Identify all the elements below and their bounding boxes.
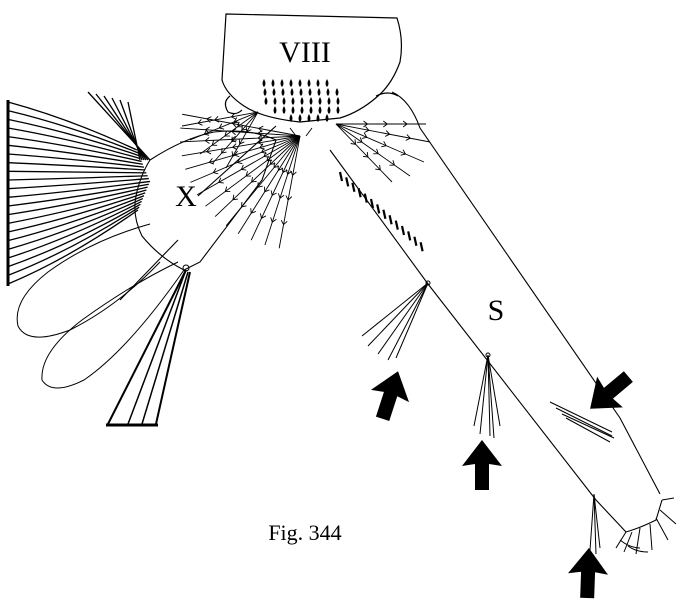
comb-scale (308, 79, 311, 87)
comb-scale (310, 106, 313, 114)
comb-scale (327, 88, 330, 96)
seta (336, 124, 410, 176)
comb-scale (265, 97, 268, 105)
brush-hair (8, 207, 139, 275)
comb-scale (328, 106, 331, 114)
pecten-tooth (408, 231, 410, 240)
seta (226, 112, 258, 168)
comb-scale (292, 97, 295, 105)
comb-scale (282, 88, 285, 96)
comb-scale (317, 79, 320, 87)
segment-x-label: X (175, 180, 197, 213)
brush-hair (8, 199, 143, 250)
pecten-tooth (359, 188, 361, 197)
comb-scale (310, 97, 313, 105)
pecten-tooth (365, 194, 367, 203)
comb-scale (281, 79, 284, 87)
comb-scale (273, 88, 276, 96)
comb-scale (274, 106, 277, 114)
pecten-tooth (396, 221, 398, 230)
comb-scale (337, 106, 340, 114)
seta (182, 112, 258, 126)
comb-scale (301, 97, 304, 105)
pecten-tooth (414, 237, 416, 246)
comb-scale (299, 114, 302, 122)
pecten-tooth (383, 210, 385, 219)
arrow-2-icon (462, 440, 502, 490)
comb-scale (283, 106, 286, 114)
pecten-tooth (402, 226, 404, 235)
comb-scale (264, 88, 267, 96)
comb-scale (292, 106, 295, 114)
comb-scale (318, 88, 321, 96)
indicator-arrows (364, 361, 642, 598)
arrow-4-icon (567, 547, 609, 598)
pecten-tooth (352, 183, 354, 192)
comb-scale (301, 106, 304, 114)
brush-hair (8, 187, 148, 215)
comb-scale (326, 114, 329, 122)
comb-scale (336, 88, 339, 96)
comb-scale (319, 97, 322, 105)
comb-scale (300, 88, 303, 96)
comb-scale (337, 97, 340, 105)
pecten-tooth (377, 204, 379, 213)
siphon-label: S (488, 294, 505, 327)
anal-papillae (17, 224, 184, 388)
comb-scales (263, 79, 340, 122)
comb-scale (272, 79, 275, 87)
seta-barb (251, 208, 256, 213)
comb-scale (263, 79, 266, 87)
pecten-tooth (421, 242, 423, 251)
comb-scale (309, 88, 312, 96)
pecten-tooth (346, 177, 348, 186)
ventral-brush (106, 265, 190, 425)
seta-barb (264, 187, 269, 192)
comb-scale (291, 88, 294, 96)
pecten-teeth (340, 172, 423, 251)
pecten-tooth (340, 172, 342, 181)
comb-scale (299, 79, 302, 87)
seta (190, 136, 300, 182)
seta (336, 124, 430, 142)
figure-caption: Fig. 344 (268, 520, 341, 545)
setal-tufts (180, 112, 430, 248)
comb-scale (283, 97, 286, 105)
seta (251, 136, 300, 240)
seta (306, 128, 312, 136)
comb-scale (326, 79, 329, 87)
brush-hair (8, 137, 142, 162)
comb-scale (319, 106, 322, 114)
seta (336, 124, 424, 162)
brush-hair (8, 171, 146, 173)
siphon-apical-bristles (616, 498, 676, 554)
seta (182, 114, 300, 136)
comb-scale (274, 97, 277, 105)
brush-hair (8, 163, 145, 170)
comb-scale (290, 79, 293, 87)
pecten-tooth (390, 215, 392, 224)
dorsal-brush (8, 92, 150, 286)
brush-hair (8, 176, 148, 180)
comb-scale (328, 97, 331, 105)
brush-hair (8, 201, 142, 258)
segment-viii-label: VIII (279, 36, 331, 69)
arrow-1-icon (364, 365, 417, 425)
